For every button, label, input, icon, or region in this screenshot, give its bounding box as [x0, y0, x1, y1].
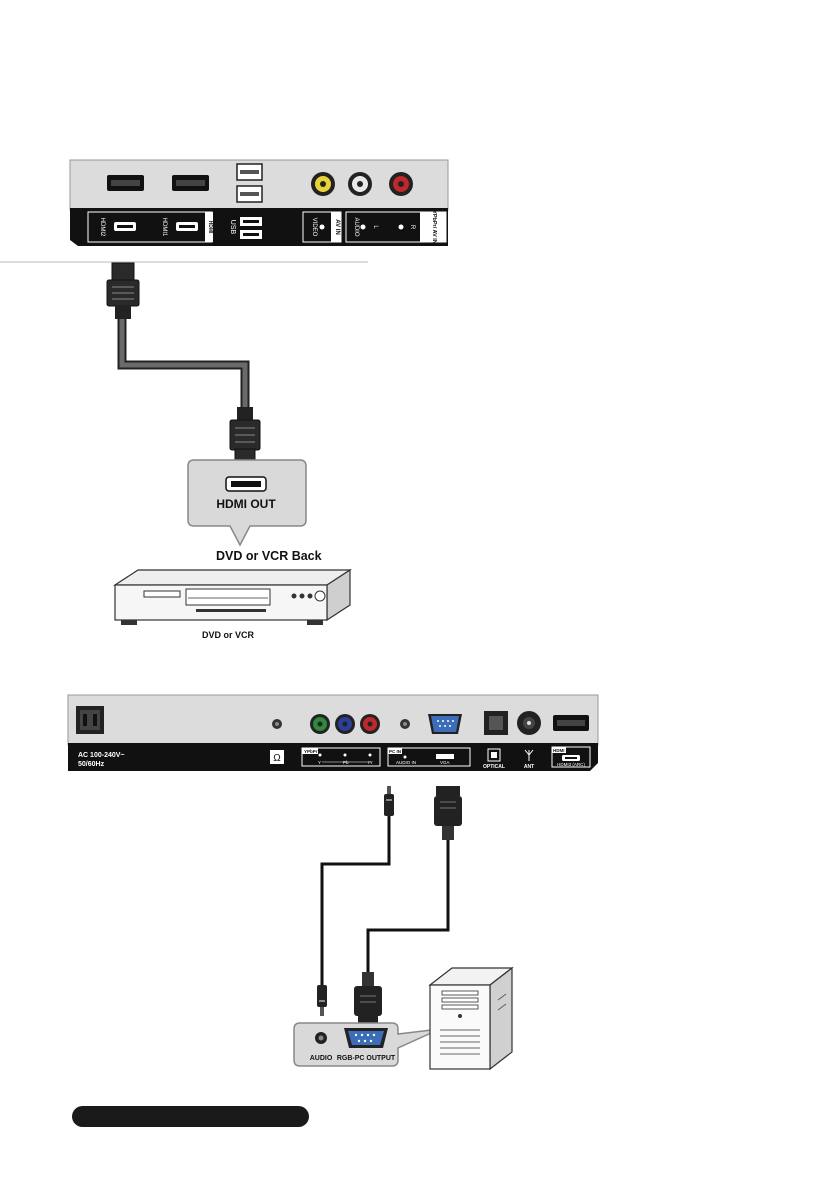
ypbpr-pb-label: Pb — [343, 760, 349, 765]
ypbpr-pb-jack-blue — [335, 714, 355, 734]
antenna-port — [517, 711, 541, 735]
dvd-vcr-label: DVD or VCR — [202, 630, 255, 640]
power-socket — [76, 706, 104, 734]
tv-side-panel: HDMI2 HDMI1 HDMI USB VIDEO AV IN AUDIO L… — [70, 160, 448, 246]
audio-r-jack-red — [389, 172, 413, 196]
pc-audio-label: AUDIO — [310, 1055, 333, 1062]
headphone-icon: Ω — [273, 753, 281, 764]
tv-rear-panel: AC 100-240V~ 50/60Hz Ω YPbPr — [68, 695, 598, 771]
hdmi-plug-bottom — [230, 407, 260, 465]
vga-plug-bottom — [354, 972, 382, 1024]
vga-label: VGA — [440, 760, 450, 765]
power-rating-label-line1: AC 100-240V~ — [78, 752, 125, 759]
av-in-label: AV IN — [334, 219, 340, 235]
hdmi-out-callout: HDMI OUT — [188, 460, 306, 545]
hdmi-cable — [107, 263, 260, 465]
hdmi1-port — [172, 175, 209, 191]
footer-bar — [72, 1106, 309, 1127]
ypbpr-y-jack-green — [310, 714, 330, 734]
hdmi3-arc-label: HDMI3 (ARC) — [557, 762, 585, 767]
video-jack-yellow — [311, 172, 335, 196]
pc-tower — [430, 968, 512, 1069]
usb-label: USB — [229, 220, 236, 235]
pc-in-label: PC IN — [389, 749, 401, 754]
rgb-pc-output-label: RGB-PC OUTPUT — [337, 1055, 396, 1062]
hdmi-label: HDMI — [553, 748, 565, 753]
ypbpr-y-label: Y — [318, 760, 321, 765]
hdmi2-label: HDMI2 — [99, 218, 105, 237]
pc-output-callout: AUDIO RGB-PC OUTPUT — [294, 1023, 440, 1066]
hdmi-plug-top — [107, 263, 139, 319]
audio-cable — [317, 786, 394, 1016]
audio-l-jack-white — [348, 172, 372, 196]
audio-r-label: R — [409, 225, 415, 230]
audio-plug-top — [384, 786, 394, 816]
ant-label: ANT — [524, 764, 534, 770]
pc-audio-in-jack — [400, 719, 410, 729]
dvd-vcr-player: DVD or VCR — [115, 570, 350, 640]
hdmi3-arc-port — [553, 715, 589, 731]
dvd-vcr-back-caption: DVD or VCR Back — [216, 549, 322, 563]
pc-rgb-output-port — [344, 1028, 388, 1048]
vga-plug-top — [434, 786, 462, 840]
audio-in-label: AUDIO IN — [396, 760, 416, 765]
hdmi1-label: HDMI1 — [161, 218, 167, 237]
video-label: VIDEO — [311, 218, 317, 237]
vga-port — [428, 714, 462, 734]
hdmi-group-label: HDMI — [207, 221, 213, 234]
ypbpr-label: YPbPr — [304, 749, 318, 754]
ypbpr-av-in-label: YPbPr/ AV IN — [431, 210, 437, 244]
headphone-jack — [272, 719, 282, 729]
ypbpr-pr-label: Pr — [368, 760, 373, 765]
audio-label: AUDIO — [353, 217, 359, 236]
hdmi-out-label: HDMI OUT — [216, 497, 276, 511]
hdmi2-port — [107, 175, 144, 191]
ypbpr-pr-jack-red — [360, 714, 380, 734]
optical-label: OPTICAL — [483, 764, 505, 770]
power-rating-label-line2: 50/60Hz — [78, 761, 105, 768]
audio-plug-bottom — [317, 985, 327, 1016]
optical-port — [484, 711, 508, 735]
pc-audio-out-jack — [315, 1032, 327, 1044]
